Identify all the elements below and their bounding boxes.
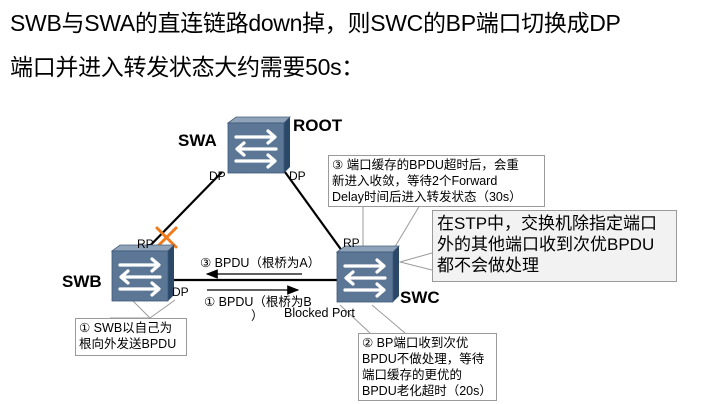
note-info-line: 都不会做处理 — [437, 256, 539, 275]
note1-connector-2 — [149, 299, 176, 319]
note-step2-line: BPDU不做处理，等待 — [362, 352, 485, 366]
note-step3-line: 新进入收敛，等待2个Forward — [332, 174, 498, 188]
root-label: ROOT — [293, 116, 343, 135]
title-line-2: 端口并进入转发状态大约需要50s： — [10, 54, 364, 80]
swa-port-left: DP — [209, 169, 226, 183]
swc-port-top: RP — [343, 236, 360, 250]
swa-switch-icon — [226, 115, 292, 175]
note2-connector — [339, 304, 371, 334]
cross-icon — [155, 226, 178, 249]
note-step2: ② BP端口收到次优 BPDU不做处理，等待 端口缓存的更优的 BPDU老化超时… — [358, 333, 497, 401]
title-line-1: SWB与SWA的直连链路down掉，则SWC的BP端口切换成DP — [10, 10, 621, 36]
note-step3: ③ 端口缓存的BPDU超时后，会重 新进入收敛，等待2个Forward Dela… — [328, 155, 545, 207]
info-connector — [398, 252, 433, 271]
bpdu1-label-close: ） — [251, 309, 264, 323]
link-swa-swc — [284, 171, 346, 256]
note-step3-line: ③ 端口缓存的BPDU超时后，会重 — [332, 158, 519, 172]
swa-port-right: DP — [289, 169, 306, 183]
note-step1: ① SWB以自己为 根向外发送BPDU — [75, 318, 187, 356]
swb-label: SWB — [62, 272, 102, 291]
bpdu3-label: ③ BPDU（根桥为A） — [200, 256, 321, 270]
note-step2-line: 端口缓存的更优的 — [362, 368, 463, 382]
note-step1-line: ① SWB以自己为 — [79, 321, 173, 335]
swb-port-right: DP — [172, 285, 189, 299]
note-step2-line: ② BP端口收到次优 — [362, 336, 469, 350]
swc-blocked-port: Blocked Port — [284, 306, 355, 320]
note-step1-line: 根向外发送BPDU — [79, 337, 177, 351]
swc-switch-icon — [335, 244, 401, 304]
note-info-line: 在STP中，交换机除指定端口 — [437, 214, 658, 233]
swb-port-top: RP — [137, 237, 154, 251]
swb-switch-icon — [110, 243, 176, 303]
note-info: 在STP中，交换机除指定端口 外的其他端口收到次优BPDU 都不会做处理 — [432, 210, 677, 282]
note-step3-line: Delay时间后进入转发状态（30s） — [332, 190, 522, 204]
note-info-line: 外的其他端口收到次优BPDU — [437, 235, 655, 254]
note2-connector-2 — [371, 304, 406, 334]
note-step2-line: BPDU老化超时（20s） — [362, 384, 492, 398]
link-swa-swb — [139, 171, 223, 257]
swc-label: SWC — [400, 288, 440, 307]
swa-label: SWA — [178, 131, 217, 150]
bpdu1-label: ① BPDU（根桥为B — [204, 295, 312, 309]
